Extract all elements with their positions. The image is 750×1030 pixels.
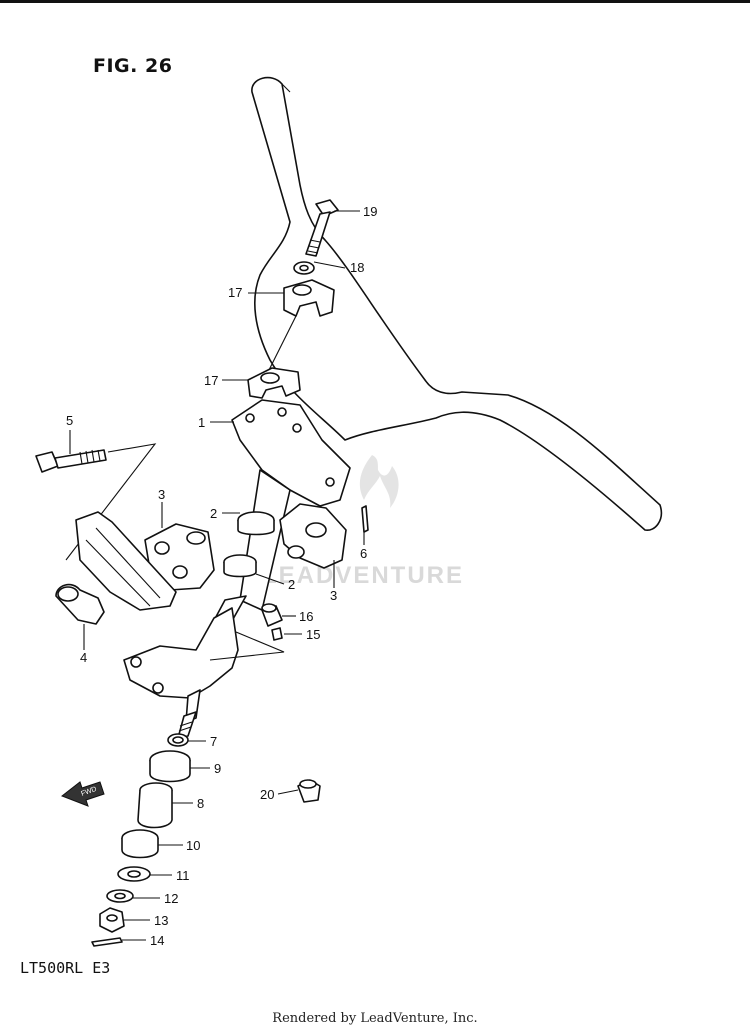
callout-11: 11 bbox=[176, 868, 190, 883]
bolt-5 bbox=[35, 449, 107, 473]
callout-2-upper: 2 bbox=[210, 506, 217, 521]
callout-9: 9 bbox=[214, 761, 221, 776]
callout-2-lower: 2 bbox=[288, 577, 295, 592]
watermark-flame-icon bbox=[359, 455, 399, 508]
callout-1: 1 bbox=[198, 415, 205, 430]
callout-14: 14 bbox=[150, 933, 164, 948]
callout-15: 15 bbox=[306, 627, 320, 642]
bushing-2-lower bbox=[223, 554, 257, 578]
watermark-text: LEADVENTURE bbox=[262, 562, 464, 589]
bearing-10 bbox=[121, 829, 159, 859]
callout-19: 19 bbox=[363, 204, 377, 219]
nut-13 bbox=[99, 907, 125, 933]
watermark: LEADVENTURE bbox=[262, 455, 464, 589]
washer-12 bbox=[106, 889, 134, 903]
washer-18 bbox=[293, 261, 315, 275]
seal-9 bbox=[149, 750, 191, 783]
callout-3-right: 3 bbox=[330, 588, 337, 603]
bush-8 bbox=[137, 782, 173, 829]
bolt-19 bbox=[305, 199, 339, 257]
callout-17-lower: 17 bbox=[204, 373, 218, 388]
fwd-arrow-icon: FWD bbox=[60, 781, 105, 807]
oring-7 bbox=[167, 733, 189, 747]
callout-8: 8 bbox=[197, 796, 204, 811]
callout-16: 16 bbox=[299, 609, 313, 624]
callout-17-upper: 17 bbox=[228, 285, 242, 300]
washer-11 bbox=[117, 866, 151, 882]
callout-labels: 19 18 17 17 1 5 3 2 6 2 3 16 15 4 7 9 20… bbox=[66, 204, 377, 948]
assembly-line bbox=[209, 631, 285, 661]
callout-6: 6 bbox=[360, 546, 367, 561]
model-code: LT500RL E3 bbox=[20, 959, 111, 977]
leader-lines bbox=[69, 210, 365, 941]
bushing-2-upper bbox=[237, 511, 275, 536]
cap-16 bbox=[261, 603, 283, 627]
callout-13: 13 bbox=[154, 913, 168, 928]
callout-18: 18 bbox=[350, 260, 364, 275]
callout-4: 4 bbox=[80, 650, 87, 665]
nipple-15 bbox=[271, 627, 283, 641]
clamp-3-left bbox=[144, 523, 215, 591]
callout-3-left: 3 bbox=[158, 487, 165, 502]
callout-7: 7 bbox=[210, 734, 217, 749]
guard-bracket-4 bbox=[55, 511, 177, 625]
clamp-3-right bbox=[279, 503, 347, 569]
assembly-line bbox=[267, 315, 297, 373]
callout-12: 12 bbox=[164, 891, 178, 906]
cotter-pin-6 bbox=[361, 505, 369, 533]
footer-credit: Rendered by LeadVenture, Inc. bbox=[272, 1011, 478, 1026]
top-border-line bbox=[0, 0, 750, 3]
callout-20: 20 bbox=[260, 787, 274, 802]
holder-lower-17 bbox=[247, 367, 301, 399]
holder-upper-17 bbox=[283, 279, 335, 317]
cotter-pin-14 bbox=[91, 937, 123, 947]
steering-arm bbox=[123, 607, 239, 739]
callout-5: 5 bbox=[66, 413, 73, 428]
cap-20 bbox=[297, 779, 321, 803]
figure-title: FIG. 26 bbox=[93, 55, 173, 77]
callout-10: 10 bbox=[186, 838, 200, 853]
